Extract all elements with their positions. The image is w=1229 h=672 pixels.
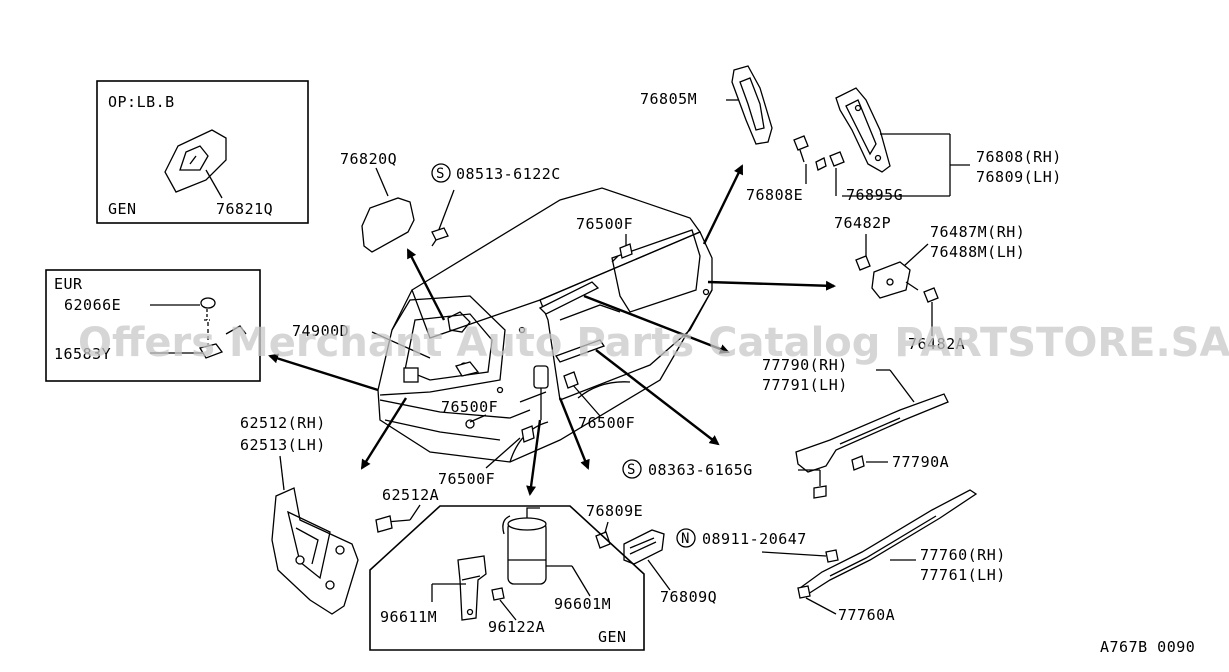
part-96122a-clip[interactable] [491,587,505,601]
part-76482p-clip[interactable] [855,255,871,271]
part-76808e-clip[interactable] [793,135,809,163]
part-62512-group: 62512(RH) 62513(LH) 62512A [240,414,439,615]
part-76482a-label: 76482A [908,335,965,353]
part-76805m-label: 76805M [640,90,697,108]
part-96122a-label: 96122A [488,618,545,636]
part-fuel-pump-onbody[interactable] [533,365,549,420]
screw-08513-label: S 08513-6122C [431,163,561,183]
part-76821q-shape[interactable] [164,129,227,199]
screw-08363-label: S 08363-6165G [622,459,753,479]
part-77761lh-label: 77761(LH) [920,566,1006,584]
part-76895g-clip[interactable] [815,151,845,171]
circle-s-mark-2: S [627,462,635,478]
part-76482a-clip[interactable] [923,287,939,303]
part-77790-moulding[interactable] [795,393,949,473]
part-62512rh-label: 62512(RH) [240,414,326,432]
part-76808-group: 76808(RH) 76809(LH) 76808E 76895G [746,87,1062,204]
part-76487m-shape[interactable] [871,261,919,299]
part-76809q-label: 76809Q [660,588,717,606]
part-76895g-label: 76895G [846,186,903,204]
watermark-text: Offers Merchant Auto Parts Catalog PARTS… [78,320,1229,366]
part-16583y-grommet[interactable] [198,325,247,359]
part-76809q-shape[interactable] [623,529,665,565]
part-96601m-shape[interactable] [502,507,547,585]
part-76809e-label: 76809E [586,502,643,520]
eur-label: EUR [54,275,83,293]
part-76500f-label-top: 76500F [576,215,633,233]
part-62066e-clip[interactable] [200,297,216,345]
part-76808rh-label: 76808(RH) [976,148,1062,166]
part-76487m-label: 76487M(RH) [930,223,1025,241]
part-77790a-clip[interactable] [851,455,865,471]
part-77790rh-label: 77790(RH) [762,356,848,374]
screw-08363-shape[interactable] [813,485,827,499]
vehicle-body [377,187,713,463]
part-74900d-shape[interactable] [455,361,480,377]
part-77760a-clip[interactable] [797,585,811,599]
part-96611m-shape[interactable] [457,555,487,621]
diagram-code: A767B 0090 [1100,638,1195,656]
part-77760rh-label: 77760(RH) [920,546,1006,564]
part-76808e-label: 76808E [746,186,803,204]
part-76821q-label: 76821Q [216,200,273,218]
op-lbb-label: OP:LB.B [108,93,175,111]
part-76500f-label-right: 76500F [578,414,635,432]
part-76500f-clip-right[interactable] [563,371,579,389]
part-77760-moulding[interactable] [798,489,978,595]
part-77791lh-label: 77791(LH) [762,376,848,394]
part-62512a-clip[interactable] [375,515,393,533]
option-box-eur: EUR 62066E 16583Y [45,269,261,382]
part-62513lh-label: 62513(LH) [240,436,326,454]
screw-08363-text: 08363-6165G [648,461,753,479]
part-76500f-label-left: 76500F [441,398,498,416]
part-76805m-shape[interactable] [731,65,773,145]
part-77790a-label: 77790A [892,453,949,471]
part-76488m-label: 76488M(LH) [930,243,1025,261]
part-76820q-shape[interactable] [361,197,415,253]
part-76820q-group: 76820Q S 08513-6122C [340,150,561,253]
gen-box-bottom: GEN 96601M 96611M 96122A [369,505,645,651]
part-76482p-label: 76482P [834,214,891,232]
part-76820q-label: 76820Q [340,150,397,168]
gen-label-bottom: GEN [598,628,627,646]
part-62512-bracket[interactable] [271,487,359,615]
part-74900d-label: 74900D [292,322,349,340]
option-box-lbb: OP:LB.B GEN 76821Q [96,80,309,224]
gen-label-top: GEN [108,200,137,218]
part-76809e-clip[interactable] [595,531,611,549]
circle-s-mark: S [436,166,444,182]
part-76808-shape[interactable] [835,87,891,173]
part-76809lh-label: 76809(LH) [976,168,1062,186]
nut-08911-shape[interactable] [825,549,839,563]
part-76500f-label-bottom: 76500F [438,470,495,488]
circle-n-mark: N [681,531,689,547]
nut-08911-label: N 08911-20647 [676,528,807,548]
screw-08513-text: 08513-6122C [456,165,561,183]
part-77760a-label: 77760A [838,606,895,624]
nut-08911-text: 08911-20647 [702,530,807,548]
part-96611m-label: 96611M [380,608,437,626]
part-62512a-label: 62512A [382,486,439,504]
screw-08513-shape[interactable] [431,227,449,247]
part-96601m-label: 96601M [554,595,611,613]
part-76500f-clip-bottom[interactable] [521,425,535,443]
part-62066e-label: 62066E [64,296,121,314]
part-16583y-label: 16583Y [54,345,111,363]
part-76500f-clip-top[interactable] [611,243,633,263]
pointer-arrows [268,164,836,496]
